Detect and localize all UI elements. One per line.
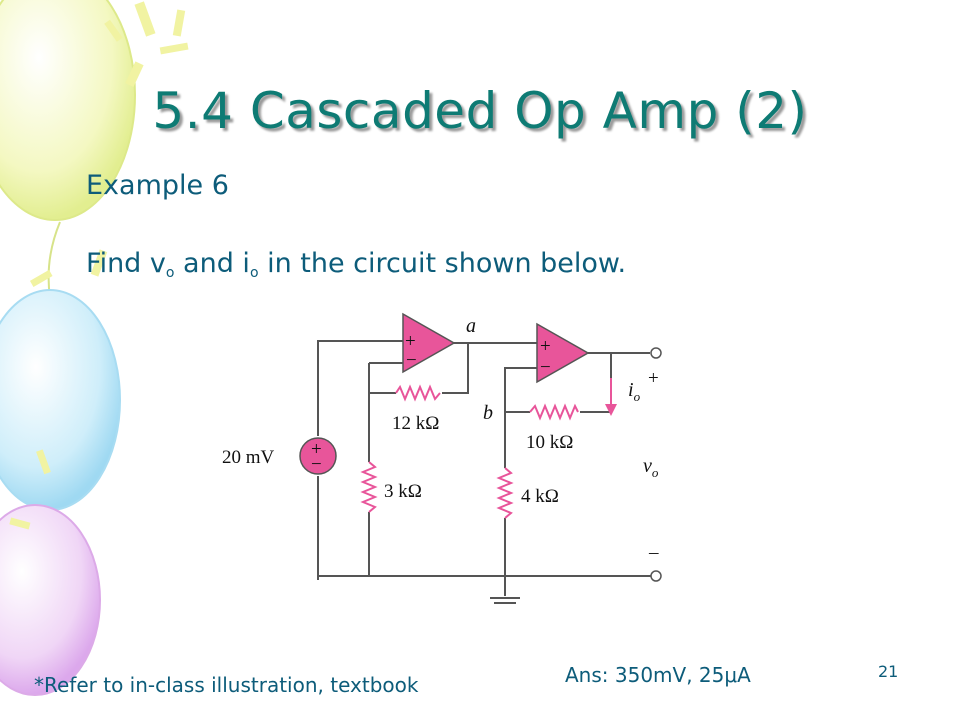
vo-label-sub: o — [652, 465, 659, 480]
io-label-sub: o — [634, 389, 641, 404]
output-terminal-top — [650, 347, 662, 359]
op-amp-2-minus: − — [540, 357, 551, 378]
op-amp-1-icon: + − — [402, 312, 456, 374]
slide-title: 5.4 Cascaded Op Amp (2) — [152, 82, 808, 140]
confetti — [9, 1, 189, 530]
question-part-2: and i — [174, 248, 250, 279]
purple-balloon — [0, 504, 101, 696]
r-3k-label: 3 kΩ — [384, 481, 422, 502]
io-label: io — [628, 379, 641, 404]
resistor-4k-icon — [496, 467, 514, 519]
question-text: Find vo and io in the circuit shown belo… — [86, 248, 626, 281]
refer-note: *Refer to in-class illustration, textboo… — [34, 673, 419, 697]
r-4k-label: 4 kΩ — [521, 486, 559, 507]
ground-icon — [490, 597, 520, 604]
source-label: 20 mV — [222, 447, 275, 468]
output-terminal-bottom — [650, 570, 662, 582]
example-heading: Example 6 — [86, 170, 229, 201]
node-b-label: b — [483, 402, 493, 424]
vo-label-main: v — [643, 455, 652, 477]
output-minus: – — [648, 542, 659, 563]
op-amp-2-plus: + — [540, 336, 551, 357]
output-plus: + — [648, 368, 659, 389]
source-minus: − — [311, 454, 322, 475]
question-part-3: in the circuit shown below. — [258, 248, 627, 279]
r-12k-label: 12 kΩ — [392, 413, 439, 434]
voltage-source-icon: + − — [299, 436, 337, 476]
op-amp-1-plus: + — [405, 331, 416, 352]
node-a-label: a — [466, 315, 476, 337]
resistor-3k-icon — [360, 461, 378, 513]
current-arrow-icon — [605, 378, 617, 416]
question-sub-vo: o — [165, 265, 175, 281]
r-10k-label: 10 kΩ — [526, 432, 573, 453]
answer-text: Ans: 350mV, 25μA — [565, 663, 751, 687]
resistor-10k-icon — [529, 403, 580, 421]
question-part-1: Find v — [86, 248, 166, 279]
io-label-main: i — [628, 379, 634, 401]
question-sub-io: o — [249, 265, 259, 281]
op-amp-2-icon: + − — [536, 322, 590, 384]
op-amp-1-minus: − — [406, 350, 417, 371]
page-number: 21 — [878, 662, 899, 681]
resistor-12k-icon — [395, 384, 442, 402]
vo-label: vo — [643, 455, 659, 480]
wires — [317, 340, 656, 596]
source-plus: + — [311, 439, 322, 460]
